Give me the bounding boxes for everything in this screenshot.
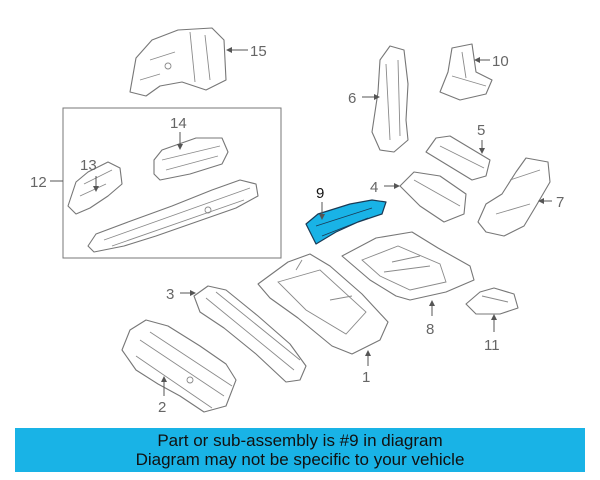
callout-12: 12 bbox=[30, 174, 47, 191]
callout-8: 8 bbox=[426, 321, 434, 338]
callout-5: 5 bbox=[477, 122, 485, 139]
part-5-reinforcement[interactable] bbox=[425, 135, 491, 181]
callout-10: 10 bbox=[492, 53, 509, 70]
callout-11: 11 bbox=[484, 337, 500, 354]
callout-6: 6 bbox=[348, 90, 356, 107]
callout-leaders bbox=[50, 47, 552, 396]
part-14-crossmember[interactable] bbox=[153, 137, 229, 181]
callout-13: 13 bbox=[80, 157, 97, 174]
callout-3: 3 bbox=[166, 286, 174, 303]
banner-line-2: Diagram may not be specific to your vehi… bbox=[135, 450, 465, 469]
callout-1: 1 bbox=[362, 369, 370, 386]
callout-14: 14 bbox=[170, 115, 187, 132]
info-banner: Part or sub-assembly is #9 in diagram Di… bbox=[15, 428, 585, 472]
part-6-pillar[interactable] bbox=[371, 45, 409, 153]
part-12-side-rail[interactable] bbox=[87, 179, 259, 253]
callout-15: 15 bbox=[250, 43, 267, 60]
part-7-rail[interactable] bbox=[477, 157, 551, 237]
part-12-group-box bbox=[62, 107, 282, 259]
part-3-side-rail[interactable] bbox=[193, 285, 307, 383]
part-1-center-floor[interactable] bbox=[257, 253, 389, 355]
part-9-highlighted[interactable] bbox=[305, 199, 387, 245]
part-15-wheelhouse[interactable] bbox=[129, 27, 227, 97]
part-8-rear-floor[interactable] bbox=[341, 231, 475, 301]
parts-diagram: 15 6 10 5 4 7 9 8 11 1 3 2 13 14 12 bbox=[30, 27, 564, 416]
part-11-bracket[interactable] bbox=[465, 287, 519, 315]
callout-9: 9 bbox=[316, 185, 324, 202]
part-4-crossmember[interactable] bbox=[399, 171, 467, 223]
callout-2: 2 bbox=[158, 399, 166, 416]
callout-4: 4 bbox=[370, 179, 378, 196]
callout-7: 7 bbox=[556, 194, 564, 211]
banner-line-1: Part or sub-assembly is #9 in diagram bbox=[157, 431, 443, 450]
part-10-bracket[interactable] bbox=[439, 43, 493, 101]
part-2-side-panel[interactable] bbox=[121, 319, 237, 413]
